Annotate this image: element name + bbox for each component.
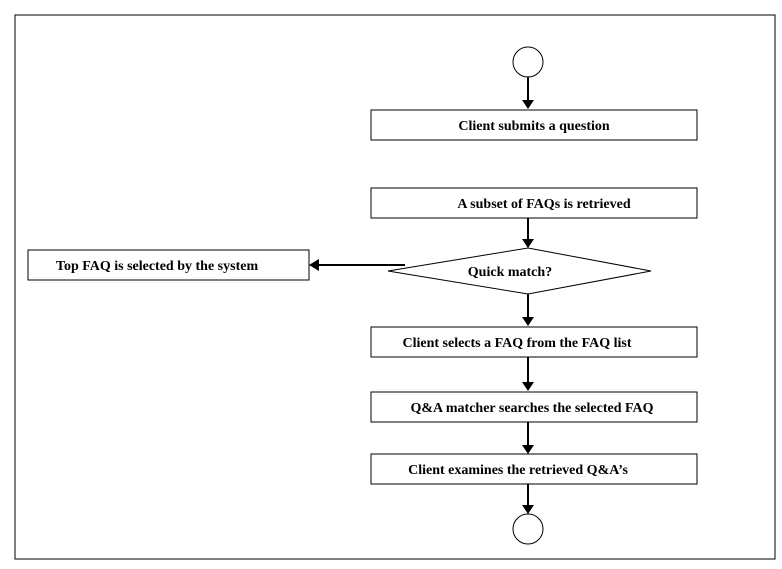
quick-match-label: Quick match? [468, 265, 552, 280]
diagram-frame [14, 14, 776, 560]
edge-select-faq-to-matcher [522, 357, 534, 391]
submit-question-step: Client submits a question [370, 109, 698, 141]
retrieve-faqs-step: A subset of FAQs is retrieved [370, 187, 698, 219]
client-examines-step: Client examines the retrieved Q&A’s [370, 453, 698, 485]
client-selects-faq-label: Client selects a FAQ from the FAQ list [402, 336, 631, 351]
client-selects-faq-step: Client selects a FAQ from the FAQ list [370, 326, 698, 358]
edge-matcher-to-examine [522, 422, 534, 454]
edge-decision-to-select-faq [522, 294, 534, 326]
submit-question-label: Client submits a question [458, 119, 610, 134]
end-node [512, 513, 544, 545]
qa-matcher-label: Q&A matcher searches the selected FAQ [411, 401, 654, 416]
start-node [512, 46, 544, 78]
client-examines-label: Client examines the retrieved Q&A’s [408, 463, 628, 478]
retrieve-faqs-label: A subset of FAQs is retrieved [457, 197, 631, 212]
edge-start-to-submit [522, 77, 534, 109]
edge-examine-to-end [522, 484, 534, 514]
quick-match-decision: Quick match? [387, 247, 652, 295]
qa-matcher-step: Q&A matcher searches the selected FAQ [370, 391, 698, 423]
edge-retrieve-to-decision [522, 218, 534, 248]
top-faq-selected-step: Top FAQ is selected by the system [27, 249, 310, 281]
top-faq-selected-label: Top FAQ is selected by the system [56, 259, 259, 274]
edge-decision-to-top-faq [309, 259, 405, 271]
